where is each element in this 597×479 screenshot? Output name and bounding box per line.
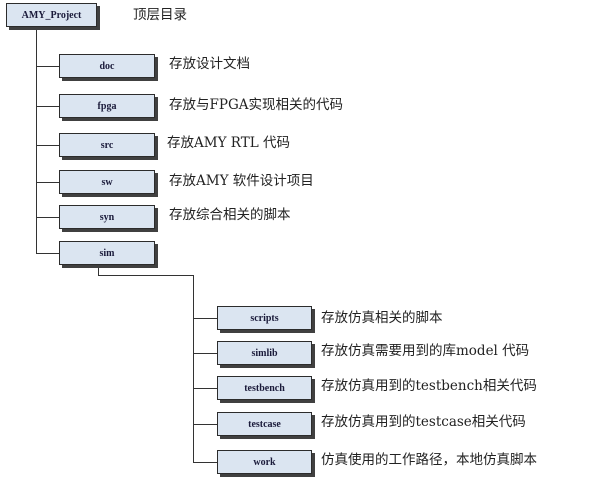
desc-scripts: 存放仿真相关的脚本 — [321, 310, 443, 326]
node-src: src — [59, 133, 155, 157]
node-syn: syn — [59, 205, 155, 229]
desc-syn: 存放综合相关的脚本 — [169, 207, 291, 223]
node-testbench: testbench — [217, 376, 312, 400]
desc-doc: 存放设计文档 — [169, 56, 250, 72]
desc-simlib: 存放仿真需要用到的库model 代码 — [321, 343, 530, 359]
desc-amy-project: 顶层目录 — [133, 7, 187, 23]
desc-sw: 存放AMY 软件设计项目 — [169, 173, 314, 189]
node-amy-project: AMY_Project — [6, 3, 97, 27]
node-fpga: fpga — [59, 94, 155, 118]
desc-testbench: 存放仿真用到的testbench相关代码 — [321, 378, 537, 394]
node-testcase: testcase — [217, 412, 312, 436]
node-work: work — [217, 450, 312, 474]
desc-work: 仿真使用的工作路径，本地仿真脚本 — [321, 452, 537, 468]
desc-src: 存放AMY RTL 代码 — [167, 135, 290, 151]
desc-fpga: 存放与FPGA实现相关的代码 — [169, 97, 343, 113]
node-scripts: scripts — [217, 306, 312, 330]
node-doc: doc — [59, 54, 155, 78]
node-simlib: simlib — [217, 341, 312, 365]
desc-testcase: 存放仿真用到的testcase相关代码 — [321, 414, 526, 430]
node-sim: sim — [59, 241, 155, 265]
node-sw: sw — [59, 170, 155, 194]
